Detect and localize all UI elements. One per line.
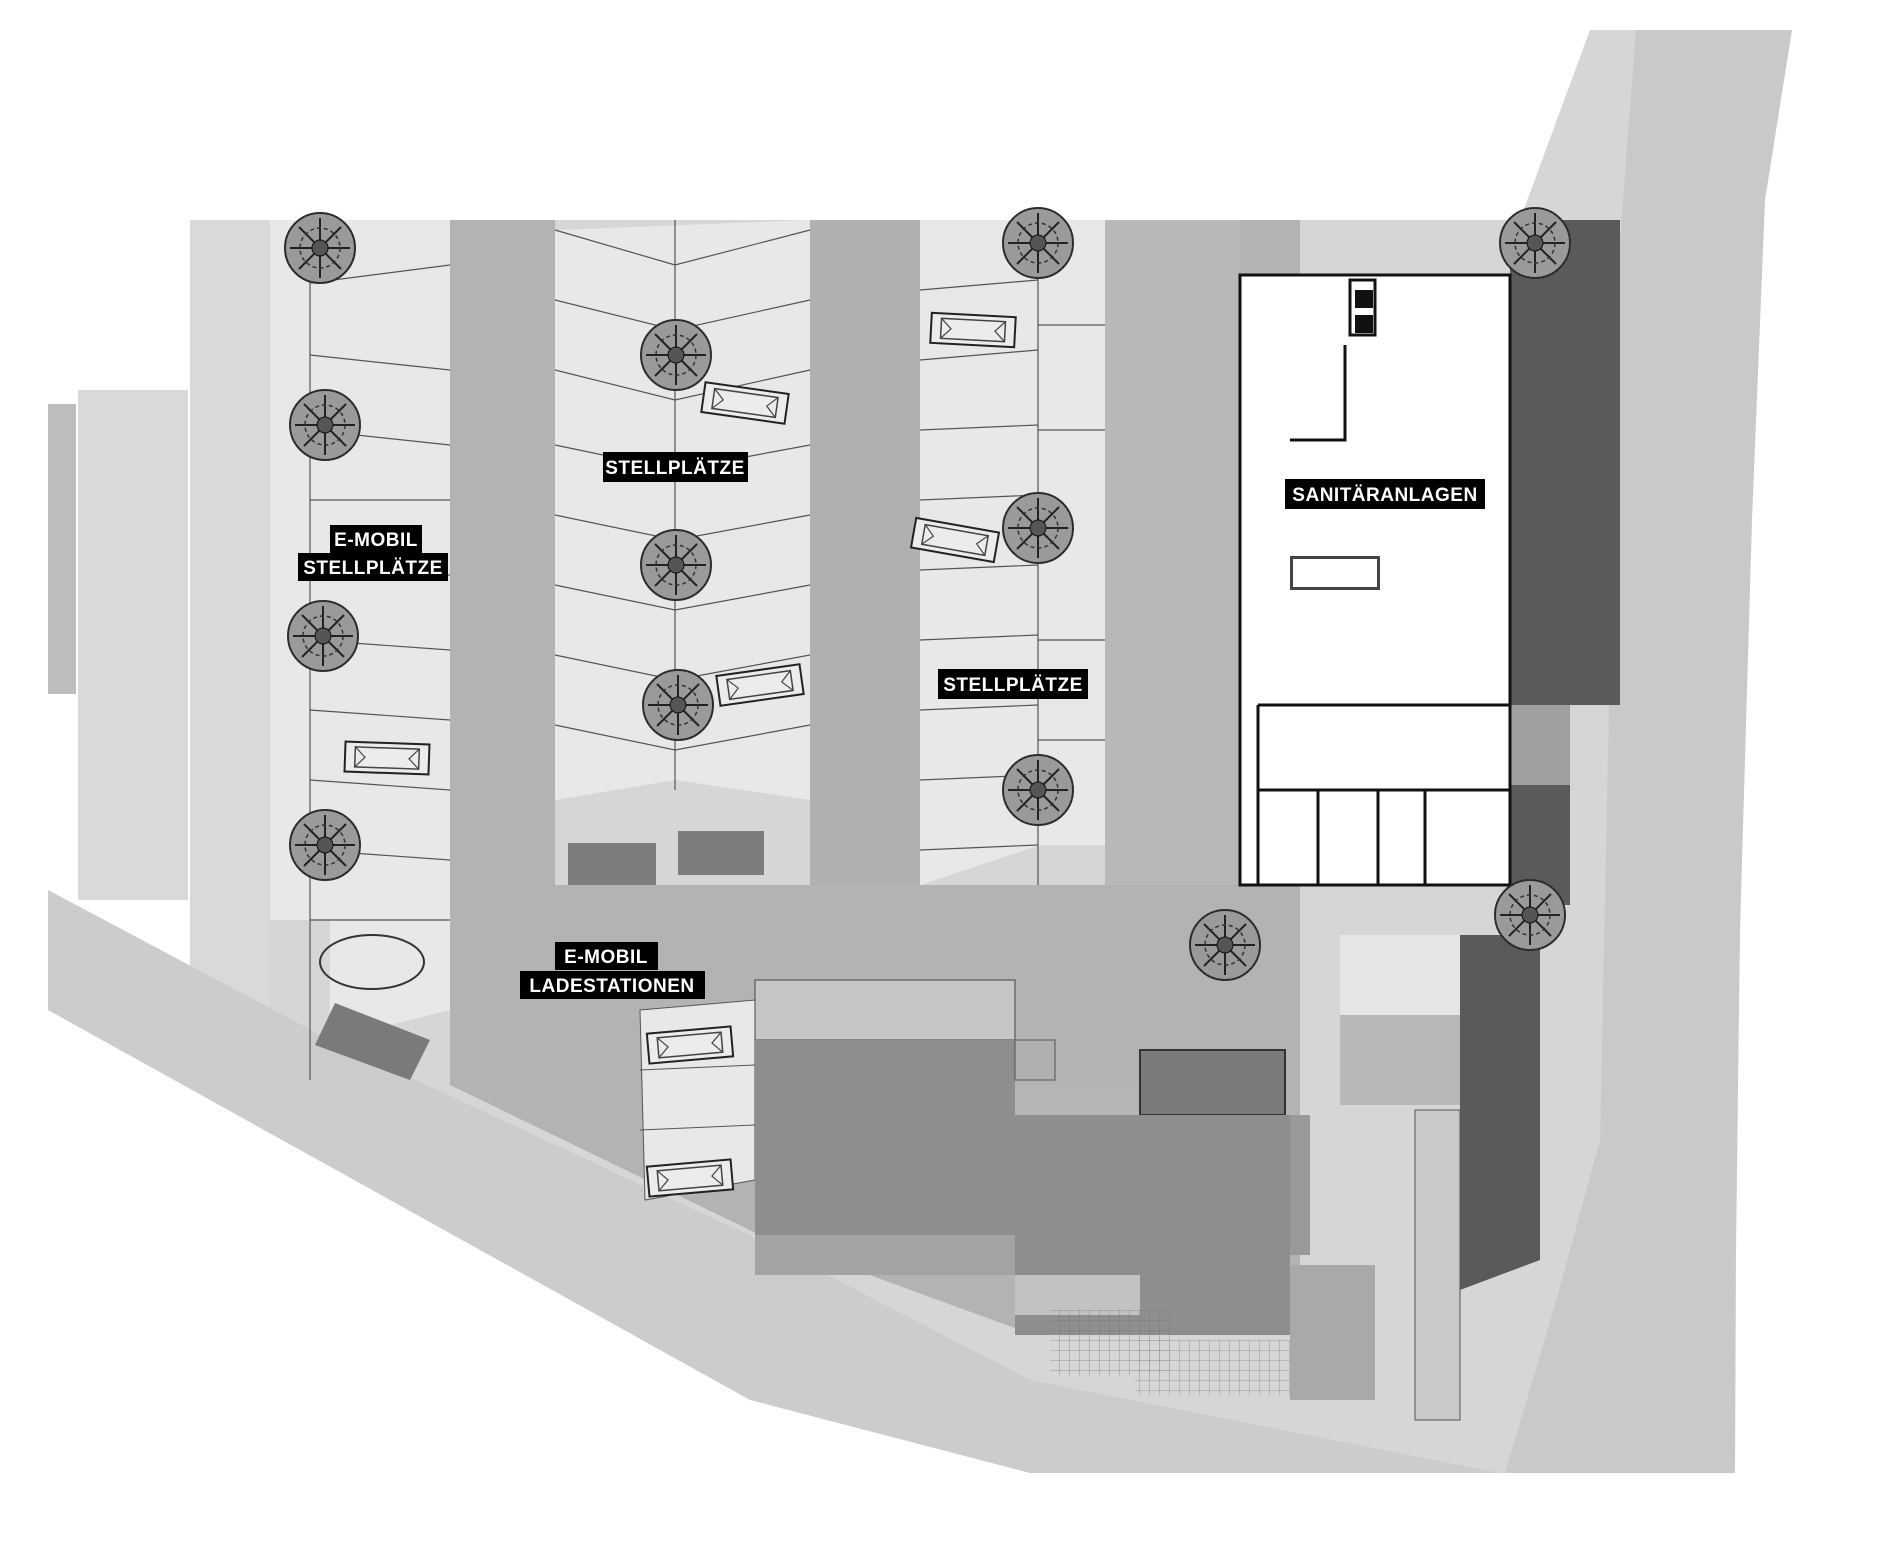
label-sanitaeranlagen: SANITÄRANLAGEN <box>1285 479 1485 509</box>
main-building <box>754 979 1375 1400</box>
label-text: E-MOBIL <box>334 530 418 551</box>
label-stellplaetze-middle: STELLPLÄTZE <box>938 669 1088 699</box>
car-icon <box>645 1158 735 1198</box>
label-text: STELLPLÄTZE <box>303 558 443 579</box>
label-text: LADESTATIONEN <box>529 976 694 997</box>
label-text: SANITÄRANLAGEN <box>1292 485 1477 506</box>
label-emobil-stellplaetze: E-MOBIL STELLPLÄTZE <box>298 525 448 581</box>
tree-icon <box>640 319 712 391</box>
label-text: STELLPLÄTZE <box>605 458 745 479</box>
parking-row-middle <box>554 220 811 885</box>
tree-icon <box>1494 879 1566 951</box>
tree-icon <box>1002 492 1074 564</box>
tree-icon <box>1002 754 1074 826</box>
tree-icon <box>1189 909 1261 981</box>
car-icon <box>343 740 431 776</box>
label-text: E-MOBIL <box>564 947 648 968</box>
east-dark-strip <box>1340 220 1620 1421</box>
label-emobil-ladestationen: E-MOBIL LADESTATIONEN <box>520 942 705 999</box>
label-stellplaetze-top: STELLPLÄTZE <box>603 452 748 482</box>
car-icon <box>929 311 1017 349</box>
label-text: STELLPLÄTZE <box>943 675 1083 696</box>
car-icon <box>645 1025 735 1065</box>
tree-icon <box>1002 207 1074 279</box>
sanitary-building <box>1238 273 1512 887</box>
tree-icon <box>289 389 361 461</box>
tree-icon <box>284 212 356 284</box>
tree-icon <box>287 600 359 672</box>
left-neighbor-building <box>48 220 270 1020</box>
tree-icon <box>642 669 714 741</box>
tree-icon <box>289 809 361 881</box>
tree-icon <box>1499 207 1571 279</box>
tree-icon <box>640 529 712 601</box>
